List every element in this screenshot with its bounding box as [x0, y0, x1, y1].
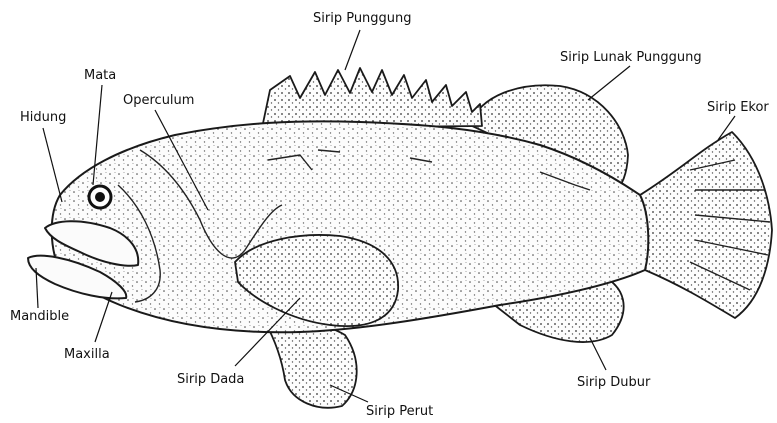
leader-sirip-punggung: [345, 30, 360, 70]
label-sirip-punggung: Sirip Punggung: [313, 11, 412, 26]
label-sirip-lunak-punggung: Sirip Lunak Punggung: [560, 50, 702, 65]
spiny-dorsal-fin: [262, 68, 482, 128]
label-hidung: Hidung: [20, 110, 66, 125]
label-sirip-perut: Sirip Perut: [366, 404, 433, 419]
label-sirip-dubur: Sirip Dubur: [577, 375, 651, 390]
leader-sirip-dubur: [590, 338, 606, 370]
label-operculum: Operculum: [123, 93, 194, 108]
eye-pupil: [95, 192, 105, 202]
leader-sirip-lunak-punggung: [588, 66, 630, 100]
caudal-fin: [640, 132, 772, 318]
leader-hidung: [43, 128, 62, 202]
pelvic-fin: [265, 320, 357, 408]
label-maxilla: Maxilla: [64, 347, 110, 362]
label-mandible: Mandible: [10, 309, 69, 324]
label-mata: Mata: [84, 68, 116, 83]
label-sirip-ekor: Sirip Ekor: [707, 100, 769, 115]
label-sirip-dada: Sirip Dada: [177, 372, 244, 387]
leader-maxilla: [95, 292, 112, 342]
